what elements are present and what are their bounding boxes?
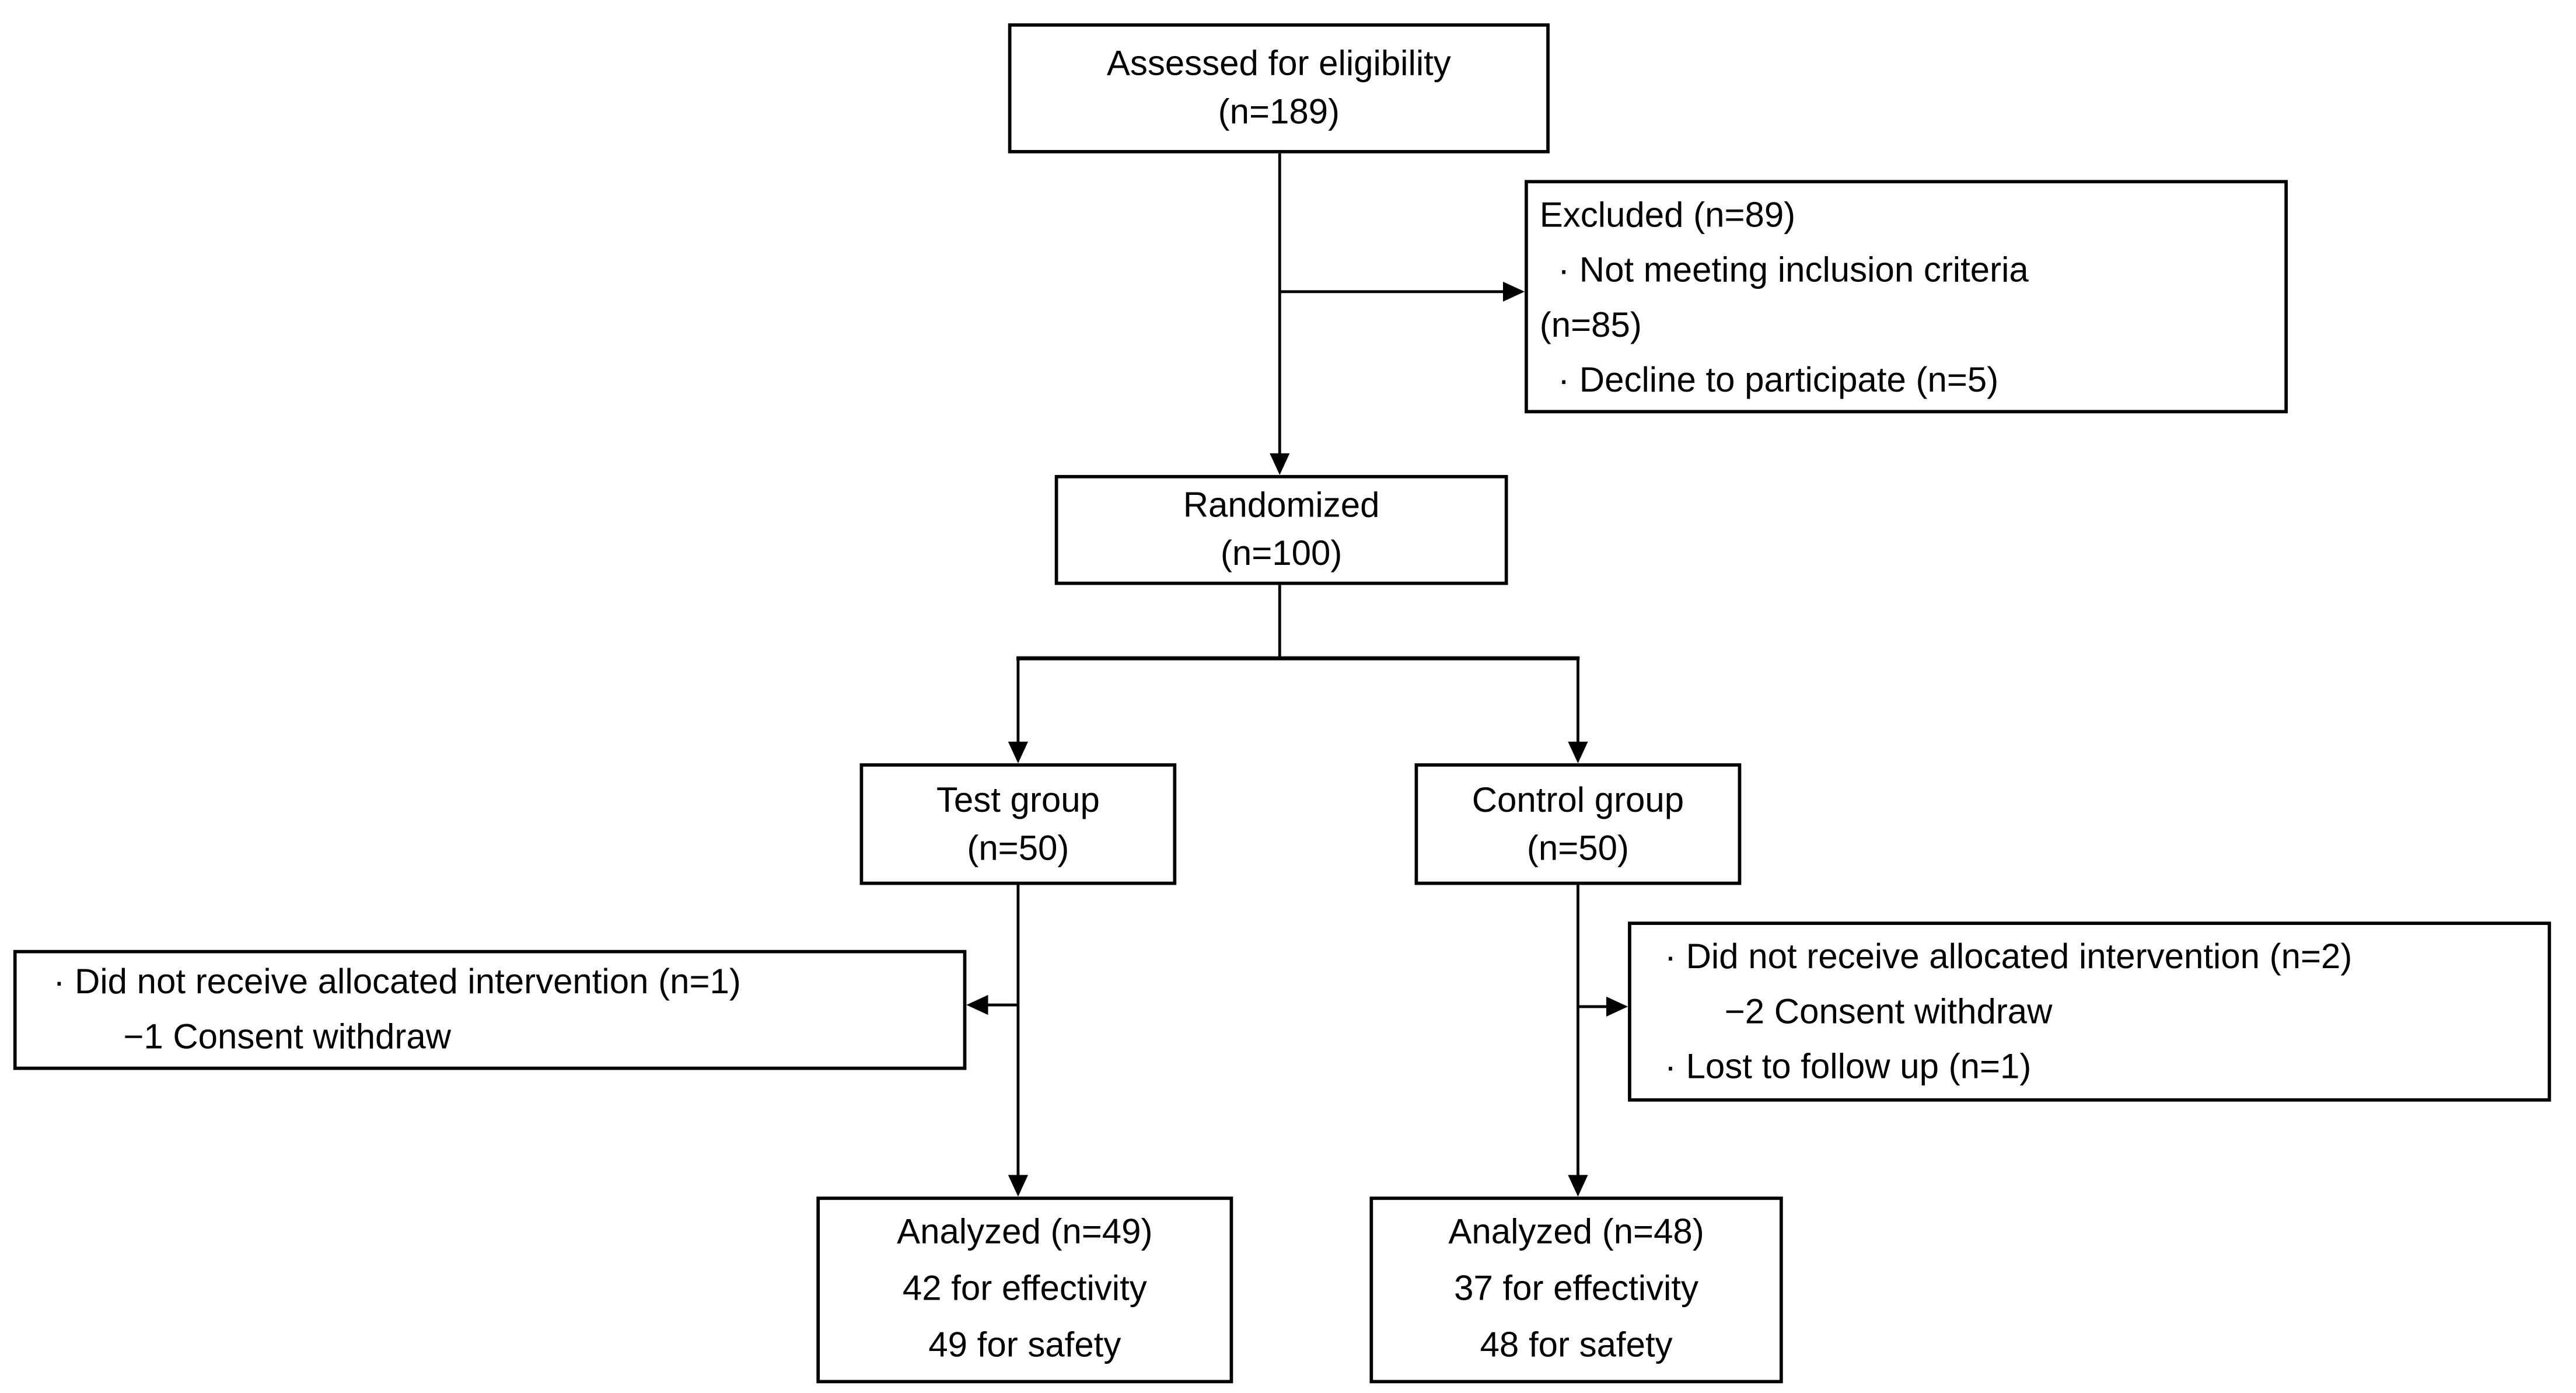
box-line: Assessed for eligibility <box>1106 45 1451 83</box>
box-line: (n=50) <box>1526 829 1629 868</box>
box-test-group: Test group (n=50) <box>859 763 1177 885</box>
arrowhead-into-test-group <box>1008 741 1029 763</box>
box-line: (n=50) <box>967 829 1069 868</box>
box-line: 37 for effectivity <box>1454 1270 1699 1308</box>
box-line: Test group <box>936 780 1100 819</box>
box-line: · Did not receive allocated intervention… <box>1664 938 2353 977</box>
box-excluded: Excluded (n=89) · Not meeting inclusion … <box>1525 180 2288 414</box>
box-line: 48 for safety <box>1480 1326 1673 1365</box>
box-line: 42 for effectivity <box>902 1270 1147 1308</box>
box-line: · Did not receive allocated intervention… <box>53 963 741 1002</box>
box-line: 49 for safety <box>928 1326 1121 1365</box>
box-line: Analyzed (n=49) <box>897 1213 1153 1252</box>
box-line: · Lost to follow up (n=1) <box>1664 1048 2032 1087</box>
arrowhead-into-test-exclusions <box>966 994 988 1015</box>
arrowhead-into-control-exclusions <box>1606 996 1628 1017</box>
box-randomized: Randomized (n=100) <box>1054 474 1508 585</box>
arrowhead-into-analyzed-test <box>1008 1175 1029 1197</box>
arrowhead-into-randomized <box>1270 453 1290 475</box>
box-control-group: Control group (n=50) <box>1414 763 1742 885</box>
arrowhead-into-analyzed-control <box>1568 1175 1588 1197</box>
box-line: Randomized <box>1183 486 1380 525</box>
box-line: (n=189) <box>1218 93 1340 132</box>
box-line: Analyzed (n=48) <box>1448 1213 1704 1252</box>
arrowhead-into-control-group <box>1568 741 1588 763</box>
box-line: Control group <box>1471 780 1684 819</box>
box-assessed-eligibility: Assessed for eligibility (n=189) <box>1008 23 1550 153</box>
box-analyzed-test: Analyzed (n=49) 42 for effectivity 49 fo… <box>816 1196 1233 1384</box>
box-line: −1 Consent withdraw <box>123 1018 452 1057</box>
box-line: · Decline to participate (n=5) <box>1558 361 1999 400</box>
box-line: Excluded (n=89) <box>1539 196 1796 235</box>
box-line: (n=100) <box>1220 535 1343 574</box>
box-test-exclusions: · Did not receive allocated intervention… <box>13 949 967 1070</box>
arrowhead-into-excluded <box>1502 281 1525 302</box>
box-line: · Not meeting inclusion criteria <box>1558 252 2029 290</box>
box-control-exclusions: · Did not receive allocated intervention… <box>1628 921 2551 1102</box>
box-analyzed-control: Analyzed (n=48) 37 for effectivity 48 fo… <box>1369 1196 1783 1384</box>
box-line: (n=85) <box>1539 306 1642 345</box>
box-line: −2 Consent withdraw <box>1724 993 2053 1032</box>
